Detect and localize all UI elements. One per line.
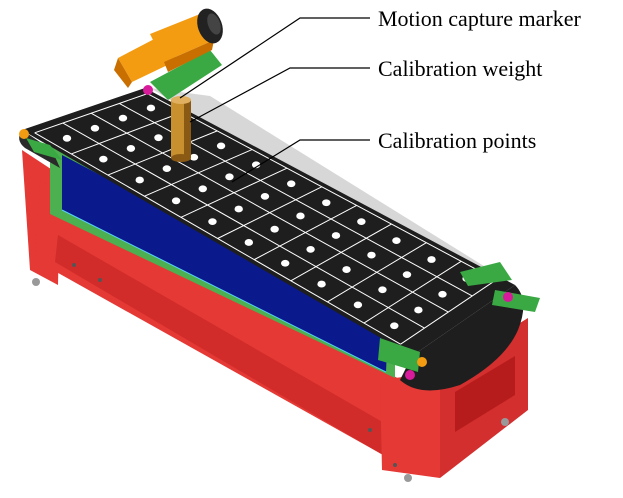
calibration-point <box>208 218 217 226</box>
grid-line <box>147 93 497 281</box>
green-mount-front-left <box>26 138 62 160</box>
calibration-point <box>357 218 366 226</box>
green-mount-bottom-right <box>378 338 420 372</box>
calibration-point <box>216 142 226 150</box>
calibration-point <box>244 239 254 246</box>
weight-top <box>171 96 191 104</box>
calibration-point <box>427 256 436 263</box>
calibration-point <box>390 322 399 330</box>
frame-long-bottom <box>35 180 410 470</box>
calibration-point <box>225 173 234 181</box>
calibration-point <box>135 176 144 184</box>
calibration-point <box>306 245 315 253</box>
calibration-point <box>392 237 401 244</box>
calibration-point <box>402 271 412 279</box>
belt-right-roll <box>400 285 524 391</box>
calibration-point <box>287 180 296 188</box>
motor-gearbox-shade <box>114 58 132 88</box>
calibration-point <box>317 280 326 288</box>
calibration-point <box>296 212 305 220</box>
calibration-point <box>62 134 72 142</box>
magenta-bearing <box>143 85 153 95</box>
magenta-bearing <box>405 370 415 380</box>
calibration-point <box>251 161 261 169</box>
frame-right-window <box>455 356 515 432</box>
frame-bolt <box>72 263 76 267</box>
leader-line-weight <box>189 67 370 123</box>
callout-motion-capture-marker: Motion capture marker <box>378 6 581 31</box>
side-panel <box>62 155 388 372</box>
green-mount-rear-right <box>460 262 512 286</box>
calibration-point <box>198 185 207 193</box>
grid-line <box>34 132 401 345</box>
calibration-point <box>162 165 172 173</box>
frame-foot <box>404 474 412 482</box>
belt-surface <box>22 88 515 356</box>
calibration-point <box>367 251 376 259</box>
calibration-point <box>154 134 163 142</box>
motor-body-shade <box>164 40 214 72</box>
callout-calibration-weight: Calibration weight <box>378 56 542 81</box>
calibration-weight-object <box>171 96 191 162</box>
side-panel-bottom-line <box>61 209 387 373</box>
frame-bolt <box>393 463 397 467</box>
calibration-point <box>414 306 423 314</box>
frame-bolt <box>98 278 102 282</box>
red-frame <box>22 150 528 482</box>
calibration-point <box>260 192 270 200</box>
calibration-point <box>322 199 331 207</box>
grid-line <box>62 122 425 329</box>
green-motor-mount <box>150 50 222 100</box>
belt-grid <box>34 93 497 345</box>
calibration-point <box>90 124 100 132</box>
calibration-point <box>171 197 181 205</box>
calibration-point <box>438 290 447 298</box>
motor-end-cap-ring <box>207 13 221 35</box>
roller-end <box>19 129 29 139</box>
calibration-point <box>331 232 341 239</box>
frame-bottom-shade <box>55 235 405 468</box>
weight-cylinder-shade <box>184 100 191 158</box>
roller-end <box>417 357 427 367</box>
frame-right-leg-front <box>380 372 440 478</box>
leader-line-marker <box>179 17 370 99</box>
frame-foot <box>501 418 509 426</box>
calibration-point <box>189 153 199 161</box>
calibration-point <box>378 286 387 294</box>
leader-lines <box>179 17 370 183</box>
magenta-bearing <box>503 292 513 302</box>
calibration-point <box>270 225 279 233</box>
calibration-point <box>353 301 363 309</box>
calibration-point <box>234 205 243 213</box>
calibration-point <box>146 104 156 112</box>
calibration-point <box>342 266 351 273</box>
frame-bolt <box>368 428 372 432</box>
frame-foot <box>32 278 40 286</box>
leader-line-points <box>231 139 370 183</box>
calibration-points <box>62 104 471 330</box>
calibration-point <box>99 155 108 163</box>
calibration-point <box>280 259 290 267</box>
callout-calibration-points: Calibration points <box>378 128 536 153</box>
calibration-point <box>126 145 136 152</box>
calibration-point <box>118 114 128 122</box>
back-rail <box>150 88 500 276</box>
weight-bottom <box>171 154 191 162</box>
motor-assembly <box>114 8 223 100</box>
grid-line <box>90 112 449 313</box>
